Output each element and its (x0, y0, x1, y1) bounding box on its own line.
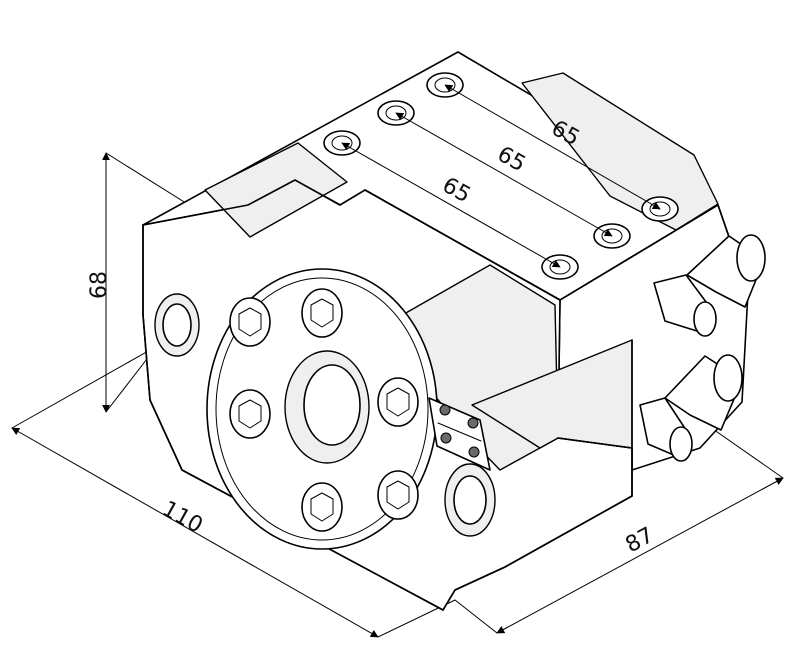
bolt-left (229, 389, 271, 439)
dimension-68-label: 68 (87, 271, 112, 299)
bolt-top-left (229, 297, 271, 347)
right-fittings (639, 234, 766, 462)
bolt-right (377, 377, 419, 427)
bolt-bottom-right (377, 470, 419, 520)
dimension-87: 87 (454, 419, 784, 634)
bolt-top-center (301, 288, 343, 338)
dimension-68: 68 (87, 152, 206, 413)
right-hole-inner (453, 475, 487, 525)
center-bore-inner (303, 364, 361, 446)
small-plate (428, 397, 491, 471)
dimension-87-label: 87 (622, 523, 658, 558)
left-hole-inner (162, 303, 192, 347)
part-body: 65 65 65 (142, 51, 766, 611)
bolt-circle (229, 288, 419, 532)
bolt-bottom-center (301, 482, 343, 532)
dimension-110-label: 110 (158, 496, 207, 538)
